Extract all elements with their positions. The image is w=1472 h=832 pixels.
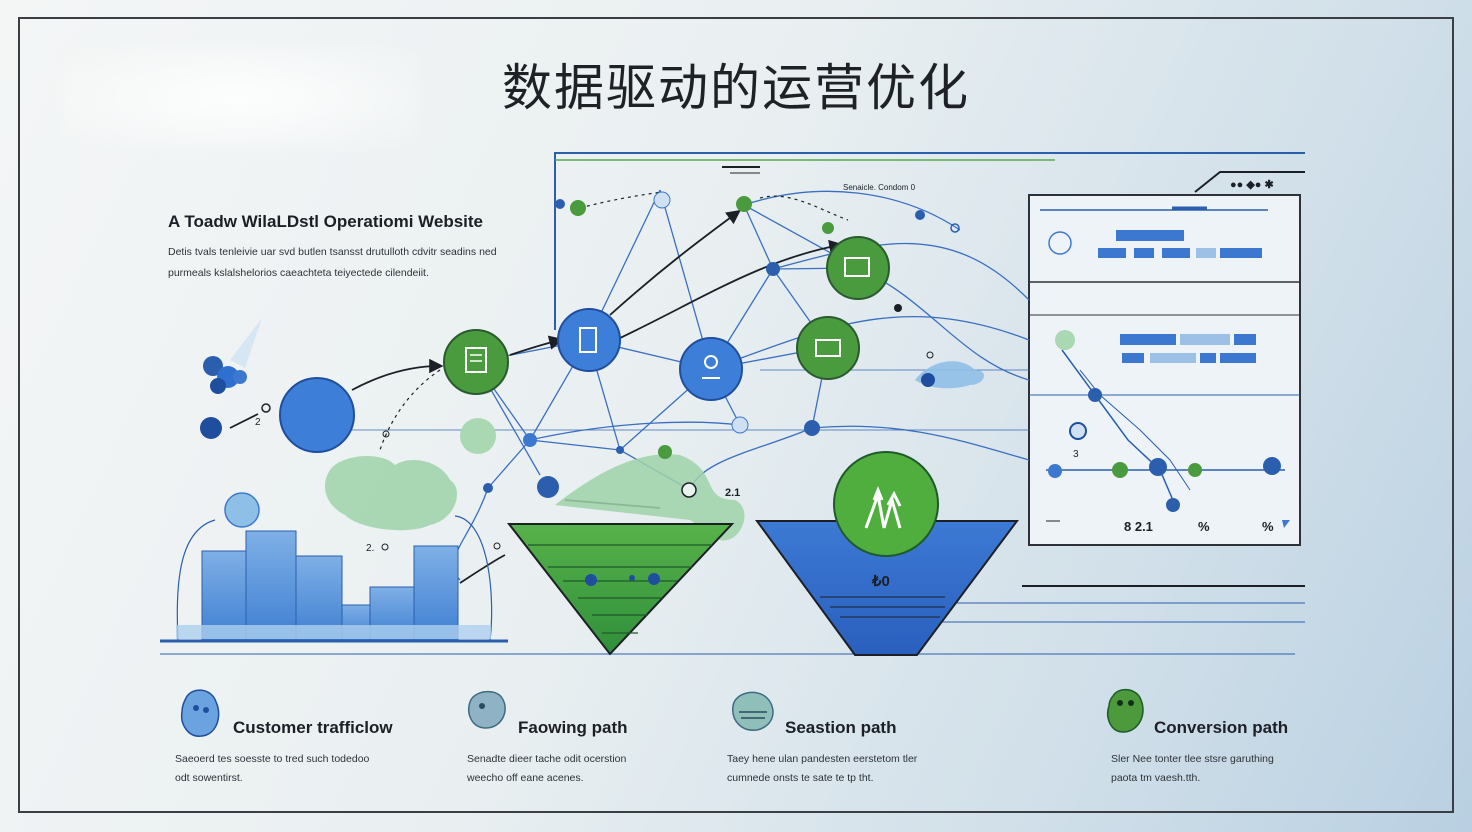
path-desc-1: Taey hene ulan pandesten eerstetom tler: [727, 753, 918, 765]
dotted-arrows: [379, 191, 849, 581]
panel-top-icons: ●● ◆● ✱: [1230, 179, 1274, 191]
intro-line-1: Detis tvals tenleivie uar svd butlen tsa…: [168, 246, 497, 258]
left-cluster: [200, 318, 501, 551]
analytics-panel: Senaicle. Condom 0 ●● ◆● ✱ 8 2.1 % %: [843, 171, 1305, 546]
flow-arrows: [229, 209, 844, 584]
intro-block: A Toadw WilaLDstl Operatiomi Website Det…: [168, 212, 548, 284]
panel-value-3: %: [1262, 519, 1274, 534]
bar-chart-illustration: [160, 515, 508, 643]
funnel-left-label: 2.1: [725, 487, 740, 499]
small-label-1: 2: [255, 417, 261, 428]
funnel-right-label: ₺0: [871, 573, 890, 590]
background-haze: [60, 45, 420, 150]
path-desc-1: Sler Nee tonter tlee stsre garuthing: [1111, 753, 1274, 765]
panel-value-2: %: [1198, 519, 1210, 534]
blue-funnel: ₺0: [755, 451, 1019, 656]
connector-frame-line: [554, 152, 1305, 330]
path-desc-2: odt sowentirst.: [175, 772, 243, 784]
following-blob-icon: [468, 690, 506, 729]
path-name: Faowing path: [518, 718, 628, 737]
green-funnel: 2.1: [506, 445, 745, 656]
page-title: 数据驱动的运营优化: [502, 59, 970, 117]
path-name: Seastion path: [785, 718, 897, 737]
path-name: Conversion path: [1154, 718, 1289, 737]
small-label-2: 3: [1073, 449, 1079, 460]
traffic-blob-icon: [180, 689, 220, 737]
intro-heading: A Toadw WilaLDstl Operatiomi Website: [168, 212, 484, 231]
intro-line-2: purmeals kslalshelorios caeachteta teiye…: [168, 267, 429, 279]
path-desc-2: paota tm vaesh.tth.: [1111, 772, 1201, 784]
conversion-blob-icon: [1107, 688, 1144, 733]
network-nodes: [443, 191, 985, 493]
path-desc-2: weecho off eane acenes.: [467, 772, 584, 784]
path-name: Customer trafficlow: [233, 718, 393, 737]
small-label-3: 2.: [366, 543, 374, 554]
panel-value-1: 8 2.1: [1124, 519, 1153, 534]
path-desc-2: cumnede onsts te sate te tp tht.: [727, 772, 874, 784]
panel-header: Senaicle. Condom 0: [843, 183, 916, 192]
path-desc-1: Senadte dieer tache odit ocerstion: [467, 753, 627, 765]
page-frame: [18, 17, 1454, 813]
path-desc-1: Saeoerd tes soesste to tred such todedoo: [175, 753, 370, 765]
session-blob-icon: [732, 691, 774, 731]
